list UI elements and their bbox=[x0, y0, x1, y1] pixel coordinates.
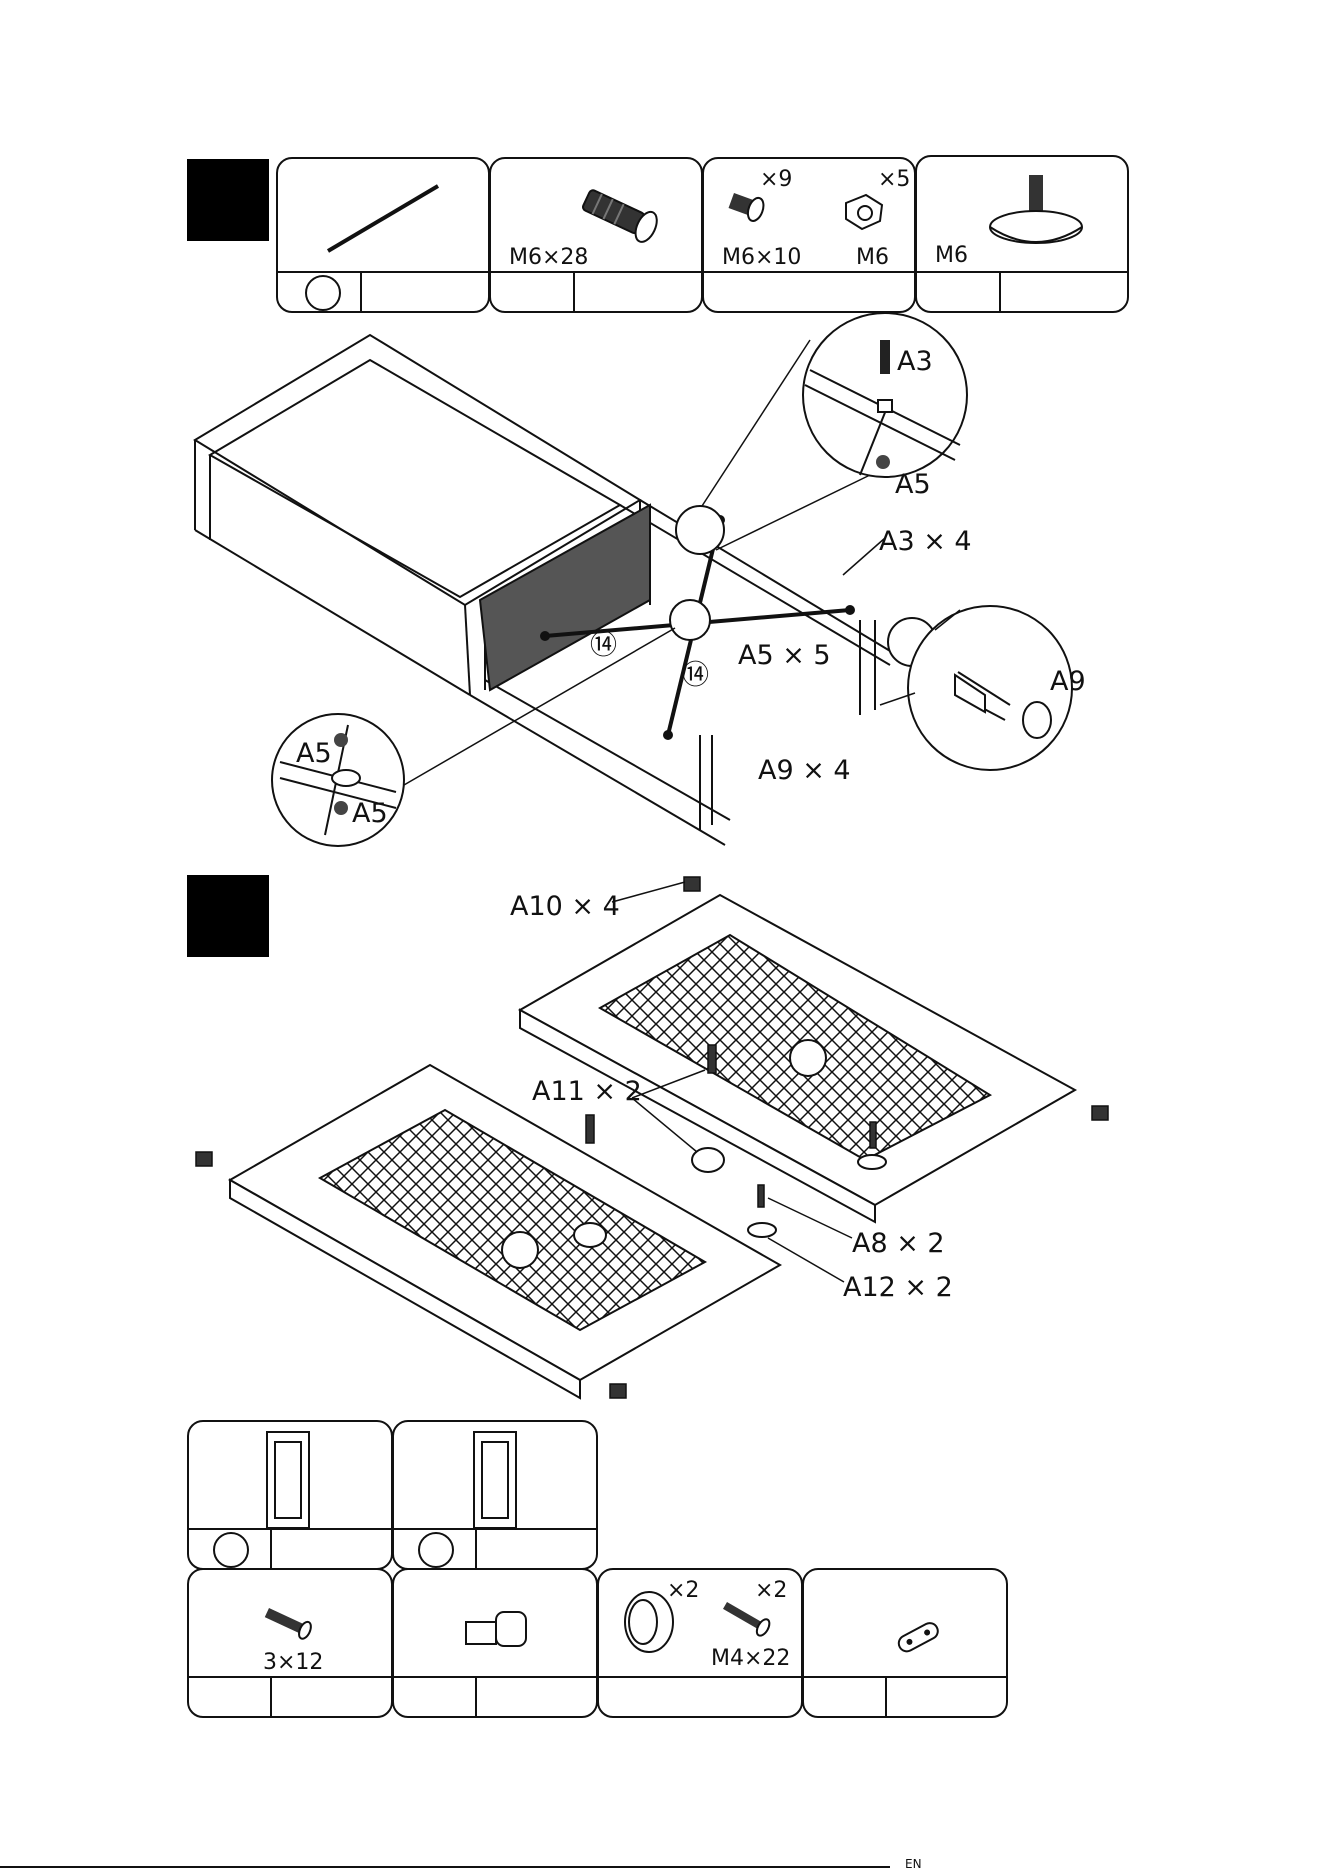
part-card-door-right bbox=[392, 1420, 598, 1570]
part-card-wood-screw: 3×12 bbox=[187, 1568, 393, 1718]
knob-qty: ×2 bbox=[667, 1580, 699, 1602]
footer-text: EN bbox=[905, 1858, 922, 1870]
footer-rule bbox=[0, 1866, 890, 1868]
callout-a11-x2: A11 × 2 bbox=[532, 1078, 642, 1105]
callout-a8-x2: A8 × 2 bbox=[852, 1230, 945, 1257]
knob-screw-qty: ×2 bbox=[755, 1580, 787, 1602]
part-card-knob-screw: ×2 ×2 M4×22 bbox=[597, 1568, 803, 1718]
callout-a10-x4: A10 × 4 bbox=[510, 893, 620, 920]
part-id-circle bbox=[418, 1532, 454, 1568]
knob-screw-size: M4×22 bbox=[711, 1648, 790, 1670]
part-card-plate bbox=[802, 1568, 1008, 1718]
part-card-hinge-pin bbox=[392, 1568, 598, 1718]
part-card-door-left bbox=[187, 1420, 393, 1570]
part-id-circle bbox=[213, 1532, 249, 1568]
callout-a12-x2: A12 × 2 bbox=[843, 1274, 953, 1301]
wood-screw-size: 3×12 bbox=[263, 1652, 323, 1674]
